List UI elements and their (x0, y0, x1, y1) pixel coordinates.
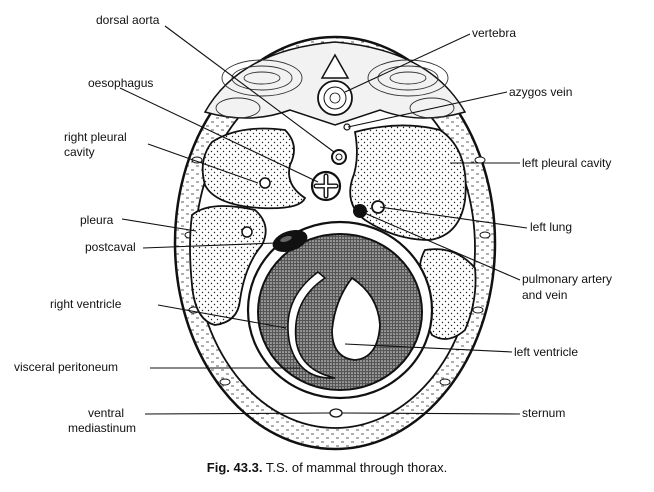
label-right-ventricle: right ventricle (50, 297, 122, 311)
label-oesophagus: oesophagus (88, 76, 154, 90)
label-left-pleural-cavity: left pleural cavity (522, 156, 612, 170)
label-azygos-vein: azygos vein (509, 85, 573, 99)
label-right-pleural-cavity-line1: right pleural (64, 130, 127, 144)
bronchus (259, 177, 271, 189)
label-left-ventricle: left ventricle (514, 345, 579, 359)
label-ventral-mediastinum-line1: ventral (88, 406, 125, 420)
pulmonary-artery (353, 204, 367, 218)
label-pulmonary-line2: and vein (522, 288, 568, 302)
figure-title: T.S. of mammal through thorax. (265, 460, 448, 475)
sternum (329, 408, 343, 418)
label-postcaval: postcaval (85, 240, 136, 254)
muscle-contours (215, 59, 455, 119)
label-sternum: sternum (522, 406, 566, 420)
vertebra-body (317, 80, 353, 116)
postcaval (272, 229, 308, 253)
label-vertebra: vertebra (472, 26, 517, 40)
label-visceral-peritoneum: visceral peritoneum (14, 360, 119, 374)
dorsal-aorta (331, 149, 347, 165)
right-lung-upper (201, 127, 307, 210)
label-dorsal-aorta: dorsal aorta (96, 13, 160, 27)
vertebra-spine (320, 53, 350, 79)
pulmonary-vessel (371, 200, 385, 214)
leader-lines (119, 25, 528, 415)
label-pleura: pleura (80, 213, 114, 227)
label-right-pleural-cavity-line2: cavity (64, 145, 95, 159)
figure-caption: Fig. 43.3. T.S. of mammal through thorax… (0, 460, 654, 475)
label-pulmonary-line1: pulmonary artery (522, 272, 613, 286)
figure-number: Fig. 43.3. (206, 460, 263, 475)
right-lung-vessel (241, 226, 253, 238)
left-ventricle-cavity (331, 276, 381, 361)
label-ventral-mediastinum-line2: mediastinum (68, 421, 137, 435)
right-ventricle-cavity (287, 270, 336, 379)
label-left-lung: left lung (530, 220, 573, 234)
